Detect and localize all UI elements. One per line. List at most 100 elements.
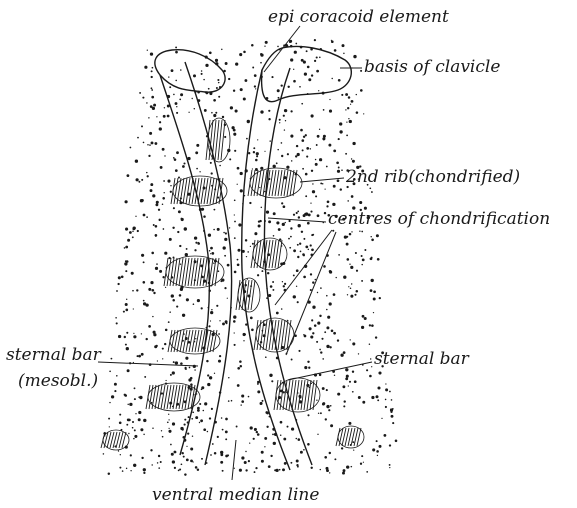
stipple-dot (143, 214, 146, 217)
stipple-dot (257, 139, 258, 140)
stipple-dot (155, 225, 158, 228)
stipple-dot (356, 111, 359, 114)
stipple-dot (392, 408, 394, 410)
stipple-dot (293, 274, 295, 276)
stipple-dot (151, 141, 154, 144)
stipple-dot (290, 58, 293, 61)
stipple-dot (195, 338, 196, 339)
stipple-dot (225, 430, 228, 433)
stipple-dot (303, 276, 306, 279)
stipple-dot (281, 142, 283, 144)
stipple-dot (168, 414, 169, 415)
stipple-dot (137, 355, 139, 357)
stipple-dot (253, 147, 255, 149)
stipple-dot (162, 148, 165, 151)
stipple-dot (389, 391, 391, 393)
stipple-dot (285, 120, 286, 121)
stipple-dot (279, 119, 281, 121)
stipple-dot (297, 301, 299, 303)
stipple-dot (299, 86, 301, 88)
stipple-dot (172, 460, 175, 463)
stipple-dot (171, 453, 174, 456)
stipple-dot (159, 270, 162, 273)
stipple-dot (125, 246, 128, 249)
stipple-dot (194, 369, 196, 371)
stipple-dot (320, 351, 322, 353)
stipple-dot (347, 200, 349, 202)
stipple-dot (234, 332, 235, 333)
stipple-dot (225, 455, 228, 458)
stipple-dot (351, 231, 352, 232)
stipple-dot (254, 74, 257, 77)
stipple-dot (195, 416, 198, 419)
stipple-dot (279, 469, 281, 471)
stipple-dot (272, 289, 274, 291)
stipple-dot (345, 109, 346, 110)
stipple-dot (297, 256, 299, 258)
stipple-dot (211, 252, 214, 255)
stipple-dot (170, 191, 172, 193)
stipple-dot (256, 155, 258, 157)
stipple-dot (269, 374, 272, 377)
stipple-dot (273, 212, 276, 215)
stipple-dot (223, 246, 226, 249)
stipple-dot (362, 401, 365, 404)
stipple-dot (146, 172, 147, 173)
stipple-dot (315, 195, 317, 197)
stipple-dot (349, 381, 351, 383)
stipple-dot (301, 139, 304, 142)
stipple-dot (156, 201, 159, 204)
stipple-dot (132, 427, 134, 429)
stipple-dot (252, 168, 253, 169)
stipple-dot (326, 345, 329, 348)
stipple-dot (179, 99, 181, 101)
stipple-dot (338, 79, 341, 82)
stipple-dot (116, 290, 118, 292)
stipple-dot (345, 153, 347, 155)
stipple-dot (290, 236, 292, 238)
stipple-dot (233, 315, 236, 318)
stipple-dot (159, 127, 162, 130)
stipple-dot (283, 438, 286, 441)
stipple-dot (310, 289, 312, 291)
stipple-dot (158, 219, 160, 221)
stipple-dot (171, 294, 174, 297)
stipple-dot (151, 76, 153, 78)
stipple-dot (125, 260, 127, 262)
stipple-dot (201, 208, 204, 211)
stipple-dot (308, 78, 311, 81)
stipple-dot (331, 330, 334, 333)
stipple-dot (324, 456, 327, 459)
stipple-dot (312, 190, 315, 193)
stipple-dot (317, 214, 320, 217)
stipple-dot (175, 80, 177, 82)
stipple-dot (300, 251, 302, 253)
stipple-dot (298, 216, 300, 218)
stipple-dot (256, 431, 258, 433)
stipple-dot (109, 426, 110, 427)
stipple-dot (264, 446, 265, 447)
stipple-dot (103, 453, 105, 455)
stipple-dot (210, 247, 213, 250)
stipple-dot (379, 445, 382, 448)
stipple-dot (361, 264, 362, 265)
stipple-dot (310, 244, 312, 246)
stipple-dot (226, 322, 228, 324)
stipple-dot (293, 214, 295, 216)
stipple-dot (254, 232, 257, 235)
stipple-dot (180, 69, 182, 71)
stipple-dot (126, 332, 128, 334)
stipple-dot (255, 168, 258, 171)
stipple-dot (133, 308, 134, 309)
stipple-dot (379, 297, 381, 299)
stipple-dot (125, 344, 127, 346)
stipple-dot (185, 357, 188, 360)
stipple-dot (170, 444, 172, 446)
stipple-dot (329, 452, 331, 454)
stipple-dot (280, 421, 283, 424)
stipple-dot (375, 336, 377, 338)
stipple-dot (133, 464, 136, 467)
stipple-dot (141, 254, 144, 257)
stipple-dot (203, 410, 205, 412)
stipple-dot (234, 468, 235, 469)
